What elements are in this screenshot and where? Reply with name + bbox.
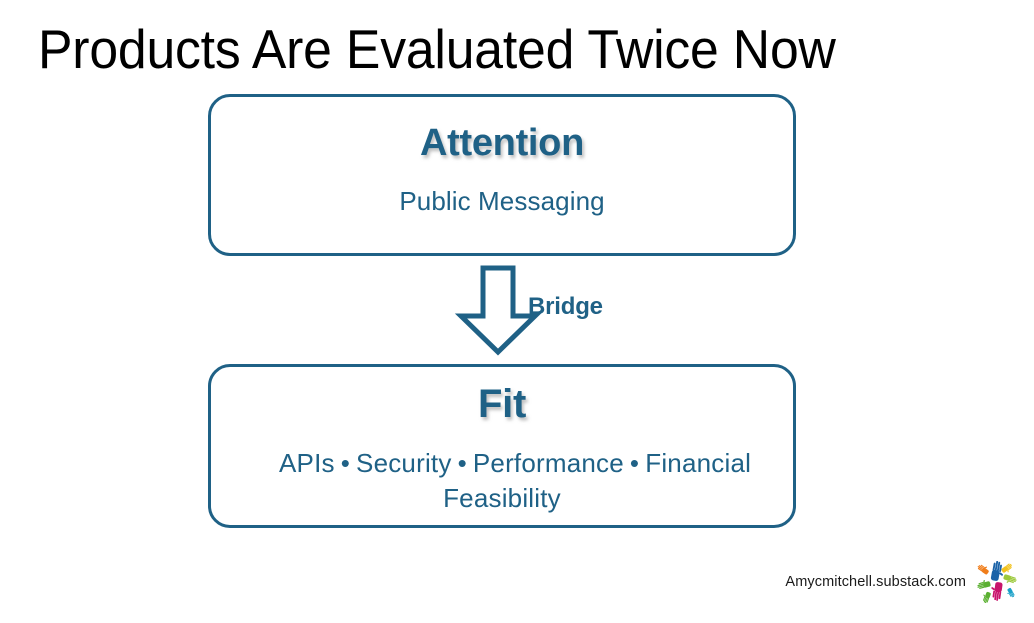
page-title: Products Are Evaluated Twice Now [38, 18, 836, 80]
down-arrow-icon [454, 265, 542, 356]
footer-url-label: Amycmitchell.substack.com [785, 574, 966, 590]
flow-node-fit-item: Security [356, 448, 452, 478]
flow-node-fit-item: APIs [279, 448, 335, 478]
flow-connector-bridge: Bridge [452, 264, 652, 360]
flow-node-fit-item: Financial Feasibility [443, 448, 752, 513]
bullet-separator-icon: • [457, 448, 467, 478]
bullet-separator-icon: • [629, 448, 640, 478]
flow-node-fit[interactable]: Fit APIs•Security•Performance•Financial … [208, 364, 796, 528]
flow-node-attention[interactable]: Attention Public Messaging [208, 94, 796, 256]
footer: Amycmitchell.substack.com [700, 556, 1018, 608]
flow-node-fit-items: APIs•Security•Performance•Financial Feas… [211, 446, 793, 516]
flow-node-attention-heading: Attention [419, 122, 585, 164]
flow-node-fit-item: Performance [472, 448, 624, 478]
flow-node-attention-subtext: Public Messaging [399, 186, 605, 216]
flow-node-fit-heading: Fit [478, 382, 526, 426]
flow-connector-bridge-label: Bridge [528, 293, 603, 320]
bullet-separator-icon: • [340, 448, 351, 478]
colored-hands-logo-icon [976, 561, 1018, 603]
